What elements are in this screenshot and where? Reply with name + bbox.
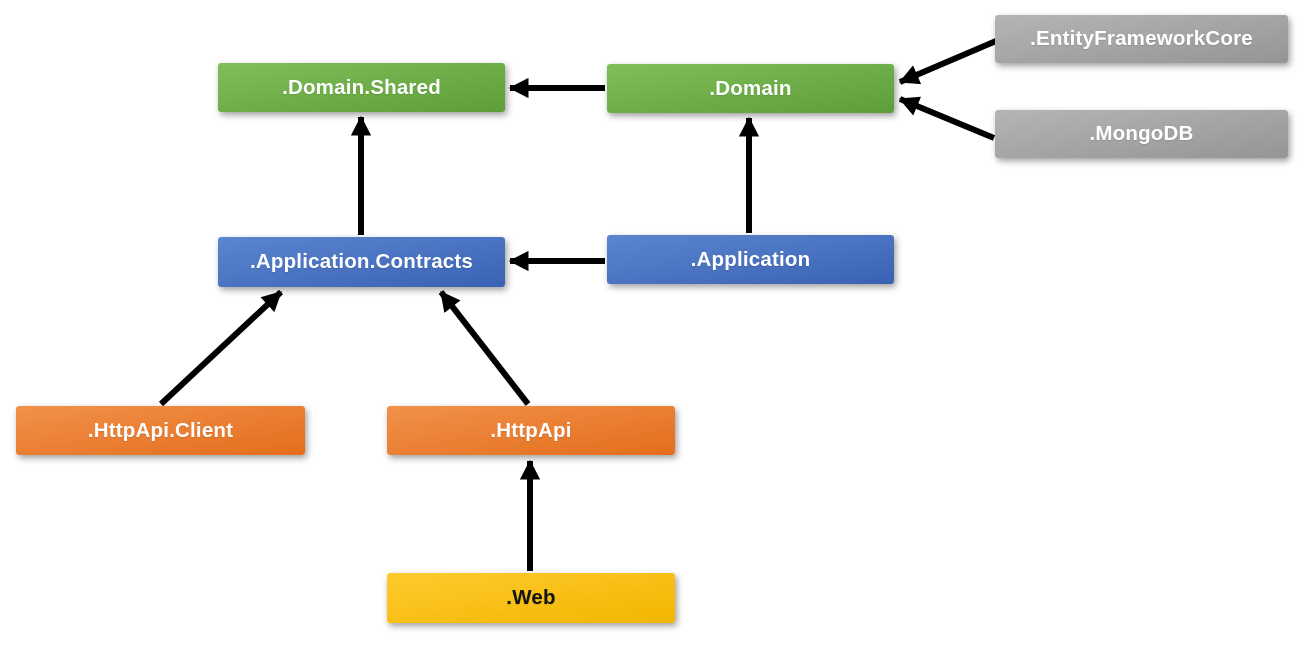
edge-mongodb-to-domain	[898, 96, 996, 141]
node-web: .Web	[387, 573, 675, 623]
node-entity-framework-core: .EntityFrameworkCore	[995, 15, 1288, 63]
node-mongodb: .MongoDB	[995, 110, 1288, 158]
edge-httpapi-to-application-contracts	[438, 290, 531, 406]
node-application-contracts: .Application.Contracts	[218, 237, 505, 287]
node-domain-shared: .Domain.Shared	[218, 63, 505, 112]
node-application: .Application	[607, 235, 894, 284]
edge-httpapi-client-to-application-contracts	[158, 289, 284, 407]
node-domain: .Domain	[607, 64, 894, 113]
node-httpapi-client: .HttpApi.Client	[16, 406, 305, 455]
edge-entity-framework-core-to-domain	[898, 38, 998, 85]
node-httpapi: .HttpApi	[387, 406, 675, 455]
